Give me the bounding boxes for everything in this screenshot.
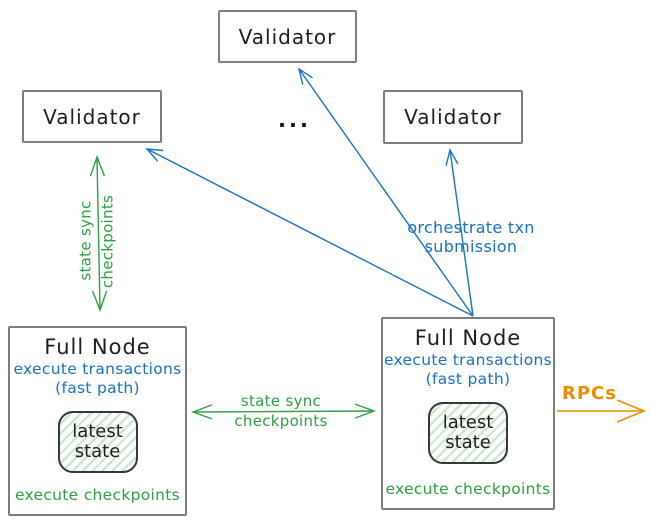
validator-top-label: Validator	[238, 24, 337, 49]
latest-state-left-line2: state	[74, 441, 121, 462]
full-node-right-execute-checkpoints: execute checkpoints	[385, 480, 551, 498]
validator-left-box: Validator	[22, 90, 162, 143]
full-node-left-box: Full Node execute transactions (fast pat…	[8, 326, 187, 516]
state-sync-horizontal-label-line2: checkpoints	[234, 412, 328, 430]
full-node-left-execute-checkpoints: execute checkpoints	[14, 486, 181, 504]
full-node-left-title: Full Node	[44, 335, 151, 359]
validator-top-box: Validator	[218, 10, 357, 63]
full-node-right-box: Full Node execute transactions (fast pat…	[381, 317, 555, 510]
validator-ellipsis: ...	[278, 108, 311, 132]
arrow-orchestrate-to-left-validator	[145, 148, 474, 317]
validator-right-label: Validator	[404, 105, 502, 129]
full-node-left-exec-transactions: execute transactions	[13, 360, 182, 378]
full-node-left-fast-path: (fast path)	[55, 379, 140, 397]
full-node-right-fast-path: (fast path)	[425, 370, 511, 388]
validator-right-box: Validator	[383, 90, 523, 144]
full-node-right-title: Full Node	[414, 326, 522, 350]
arrow-state-sync-vertical	[97, 157, 100, 310]
latest-state-box-left: latest state	[57, 411, 138, 473]
state-sync-horizontal-label-line1: state sync	[240, 392, 322, 410]
arrow-state-sync-horizontal	[193, 411, 374, 412]
state-sync-vertical-label-line1: state sync	[76, 200, 95, 281]
validator-left-label: Validator	[43, 104, 141, 129]
latest-state-box-right: latest state	[428, 402, 508, 464]
state-sync-vertical-label-line2: checkpoints	[98, 194, 117, 289]
latest-state-right-line2: state	[445, 432, 491, 453]
latest-state-left-line1: latest	[72, 421, 123, 442]
arrow-orchestrate-to-top-validator	[297, 67, 474, 317]
rpcs-label: RPCs	[562, 383, 617, 404]
arrow-orchestrate-to-right-validator	[445, 148, 474, 317]
full-node-right-exec-transactions: execute transactions	[383, 351, 552, 369]
latest-state-right-line1: latest	[442, 412, 494, 433]
orchestrate-txn-submission-label: orchestrate txn submission	[407, 218, 535, 256]
